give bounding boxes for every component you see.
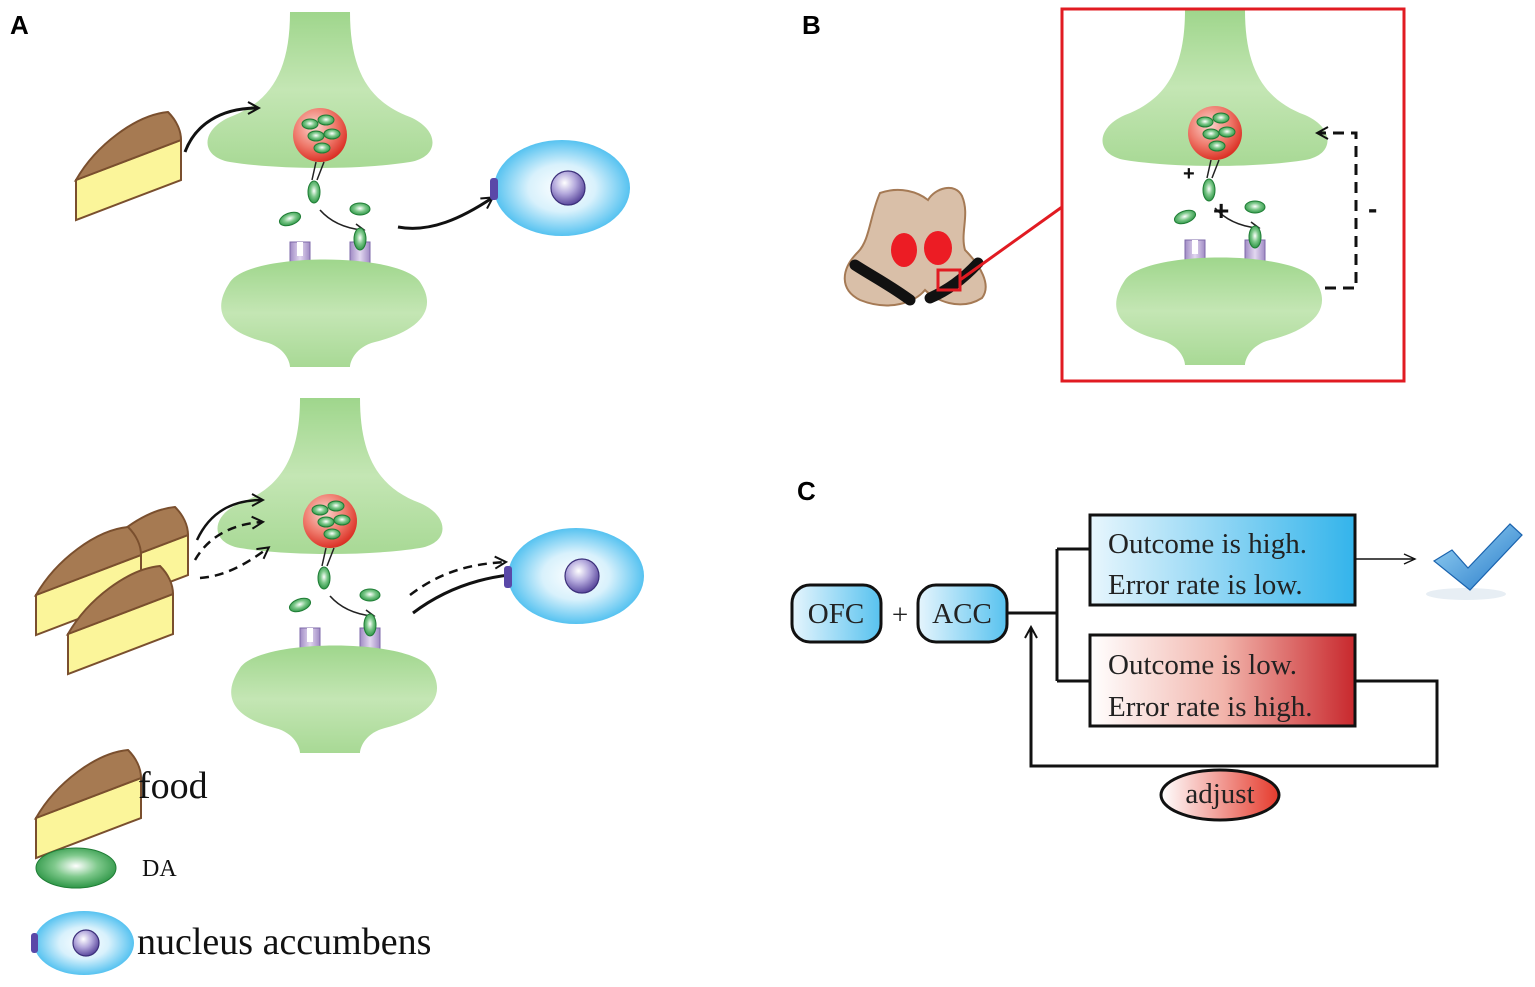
high-outcome-line-1: Outcome is high. [1108,528,1307,560]
arrow-synapse-to-cell-bottom-dashed [409,562,505,596]
ofc-label: OFC [808,598,864,630]
arrow-food-bottom-3 [199,548,268,580]
ofc-acc-plus: + [892,599,908,631]
panel-a-letter: A [10,10,29,40]
high-outcome-box [1088,513,1357,607]
arrow-food-to-synapse-top [183,108,258,153]
legend-nucleus-label: nucleus accumbens [137,921,431,963]
checkmark-icon [1426,523,1523,600]
adjust-feedback-loop [1031,628,1439,768]
high-outcome-line-2: Error rate is low. [1108,569,1303,601]
zoom-connector [959,205,1063,282]
brain-section [843,186,987,307]
legend-da-label: DA [142,856,177,882]
acc-label: ACC [932,598,992,630]
legend-food-label: food [138,765,208,807]
synapse-top [206,11,434,368]
legend-nucleus-icon [31,911,134,975]
adjust-label: adjust [1185,778,1254,810]
adjust-badge [1159,768,1281,822]
low-outcome-box [1088,633,1357,728]
panel-b-letter: B [802,10,821,40]
panel-b: B + + - [802,7,1406,383]
synapse-bottom [216,397,444,754]
panel-c-letter: C [797,476,816,506]
cheese-top [75,111,182,221]
legend-food-icon [35,749,142,859]
plus-release-sign: + [1183,163,1195,185]
panel-a: A [10,10,645,975]
feedback-loop-dashed [1318,133,1358,290]
zoom-frame [1060,7,1406,383]
arrow-food-bottom-2 [193,522,262,561]
arrow-synapse-to-cell-top [397,198,492,230]
low-outcome-line-2: Error rate is high. [1108,691,1313,723]
ofc-box [790,583,883,644]
legend-da-icon [35,847,117,889]
legend: food DA nucleus accumbens [31,749,431,975]
panel-c: C OFC + ACC Outcome is high. Error rate … [790,476,1523,822]
minus-feedback-sign: - [1368,193,1377,224]
nac-cell-bottom [503,527,645,625]
cheese-group-bottom [35,506,189,675]
branch-connector [1007,547,1090,683]
arrow-food-bottom-1 [195,500,262,541]
nac-cell-top [489,139,631,237]
plus-binding-sign: + [1213,195,1229,226]
low-outcome-line-1: Outcome is low. [1108,649,1297,681]
